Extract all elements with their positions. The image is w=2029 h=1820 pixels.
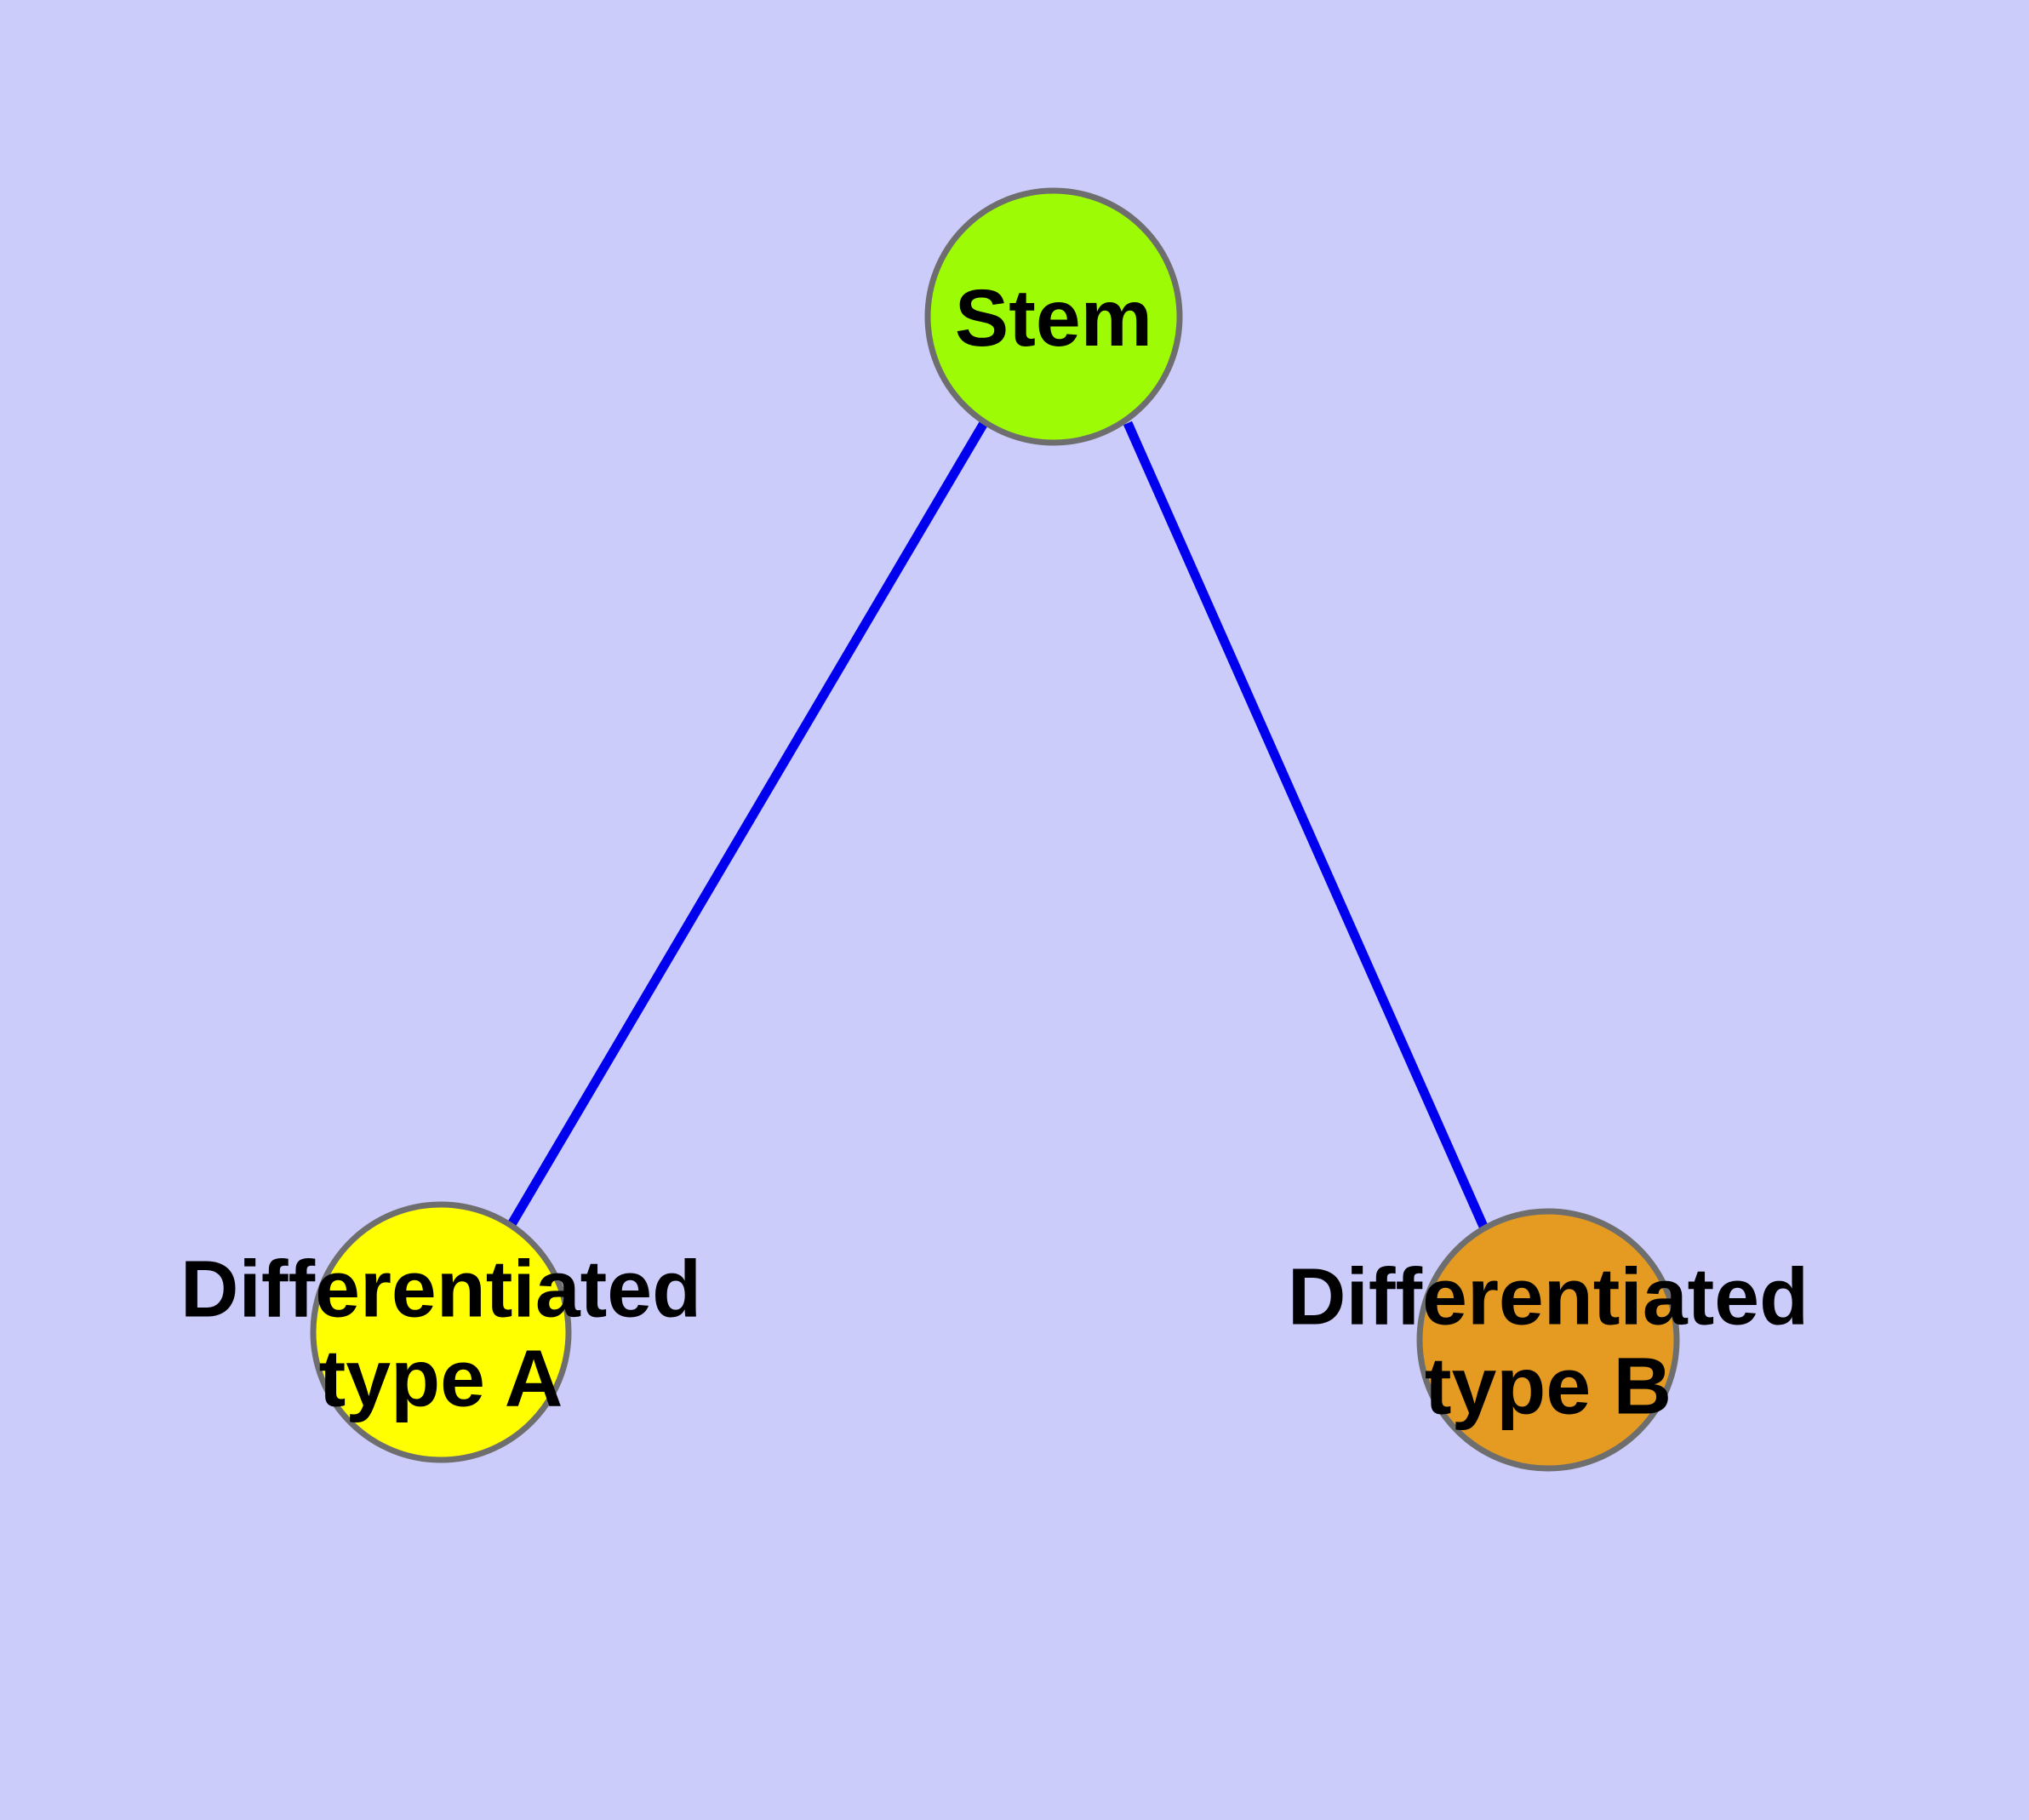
node-stem-circle[interactable] <box>924 187 1183 446</box>
edge-layer <box>506 421 1489 1231</box>
node-differentiated-type-b[interactable] <box>1416 1208 1680 1472</box>
node-label-differentiated-type-a-line-2: type A <box>319 1334 563 1424</box>
node-layer <box>310 187 1680 1472</box>
edge-stem-to-type-a[interactable] <box>506 421 988 1228</box>
node-label-differentiated-type-b-line-1: Differentiated <box>1288 1252 1809 1342</box>
edge-stem-to-type-b[interactable] <box>1123 421 1489 1231</box>
node-label-differentiated-type-a-line-1: Differentiated <box>180 1245 701 1335</box>
node-differentiated-type-a[interactable] <box>310 1201 572 1463</box>
node-stem[interactable] <box>924 187 1183 446</box>
node-differentiated-type-a-circle[interactable] <box>310 1201 572 1463</box>
node-label-stem-line-1: Stem <box>955 273 1152 363</box>
node-label-differentiated-type-b-line-2: type B <box>1425 1342 1672 1432</box>
node-differentiated-type-b-circle[interactable] <box>1416 1208 1680 1472</box>
